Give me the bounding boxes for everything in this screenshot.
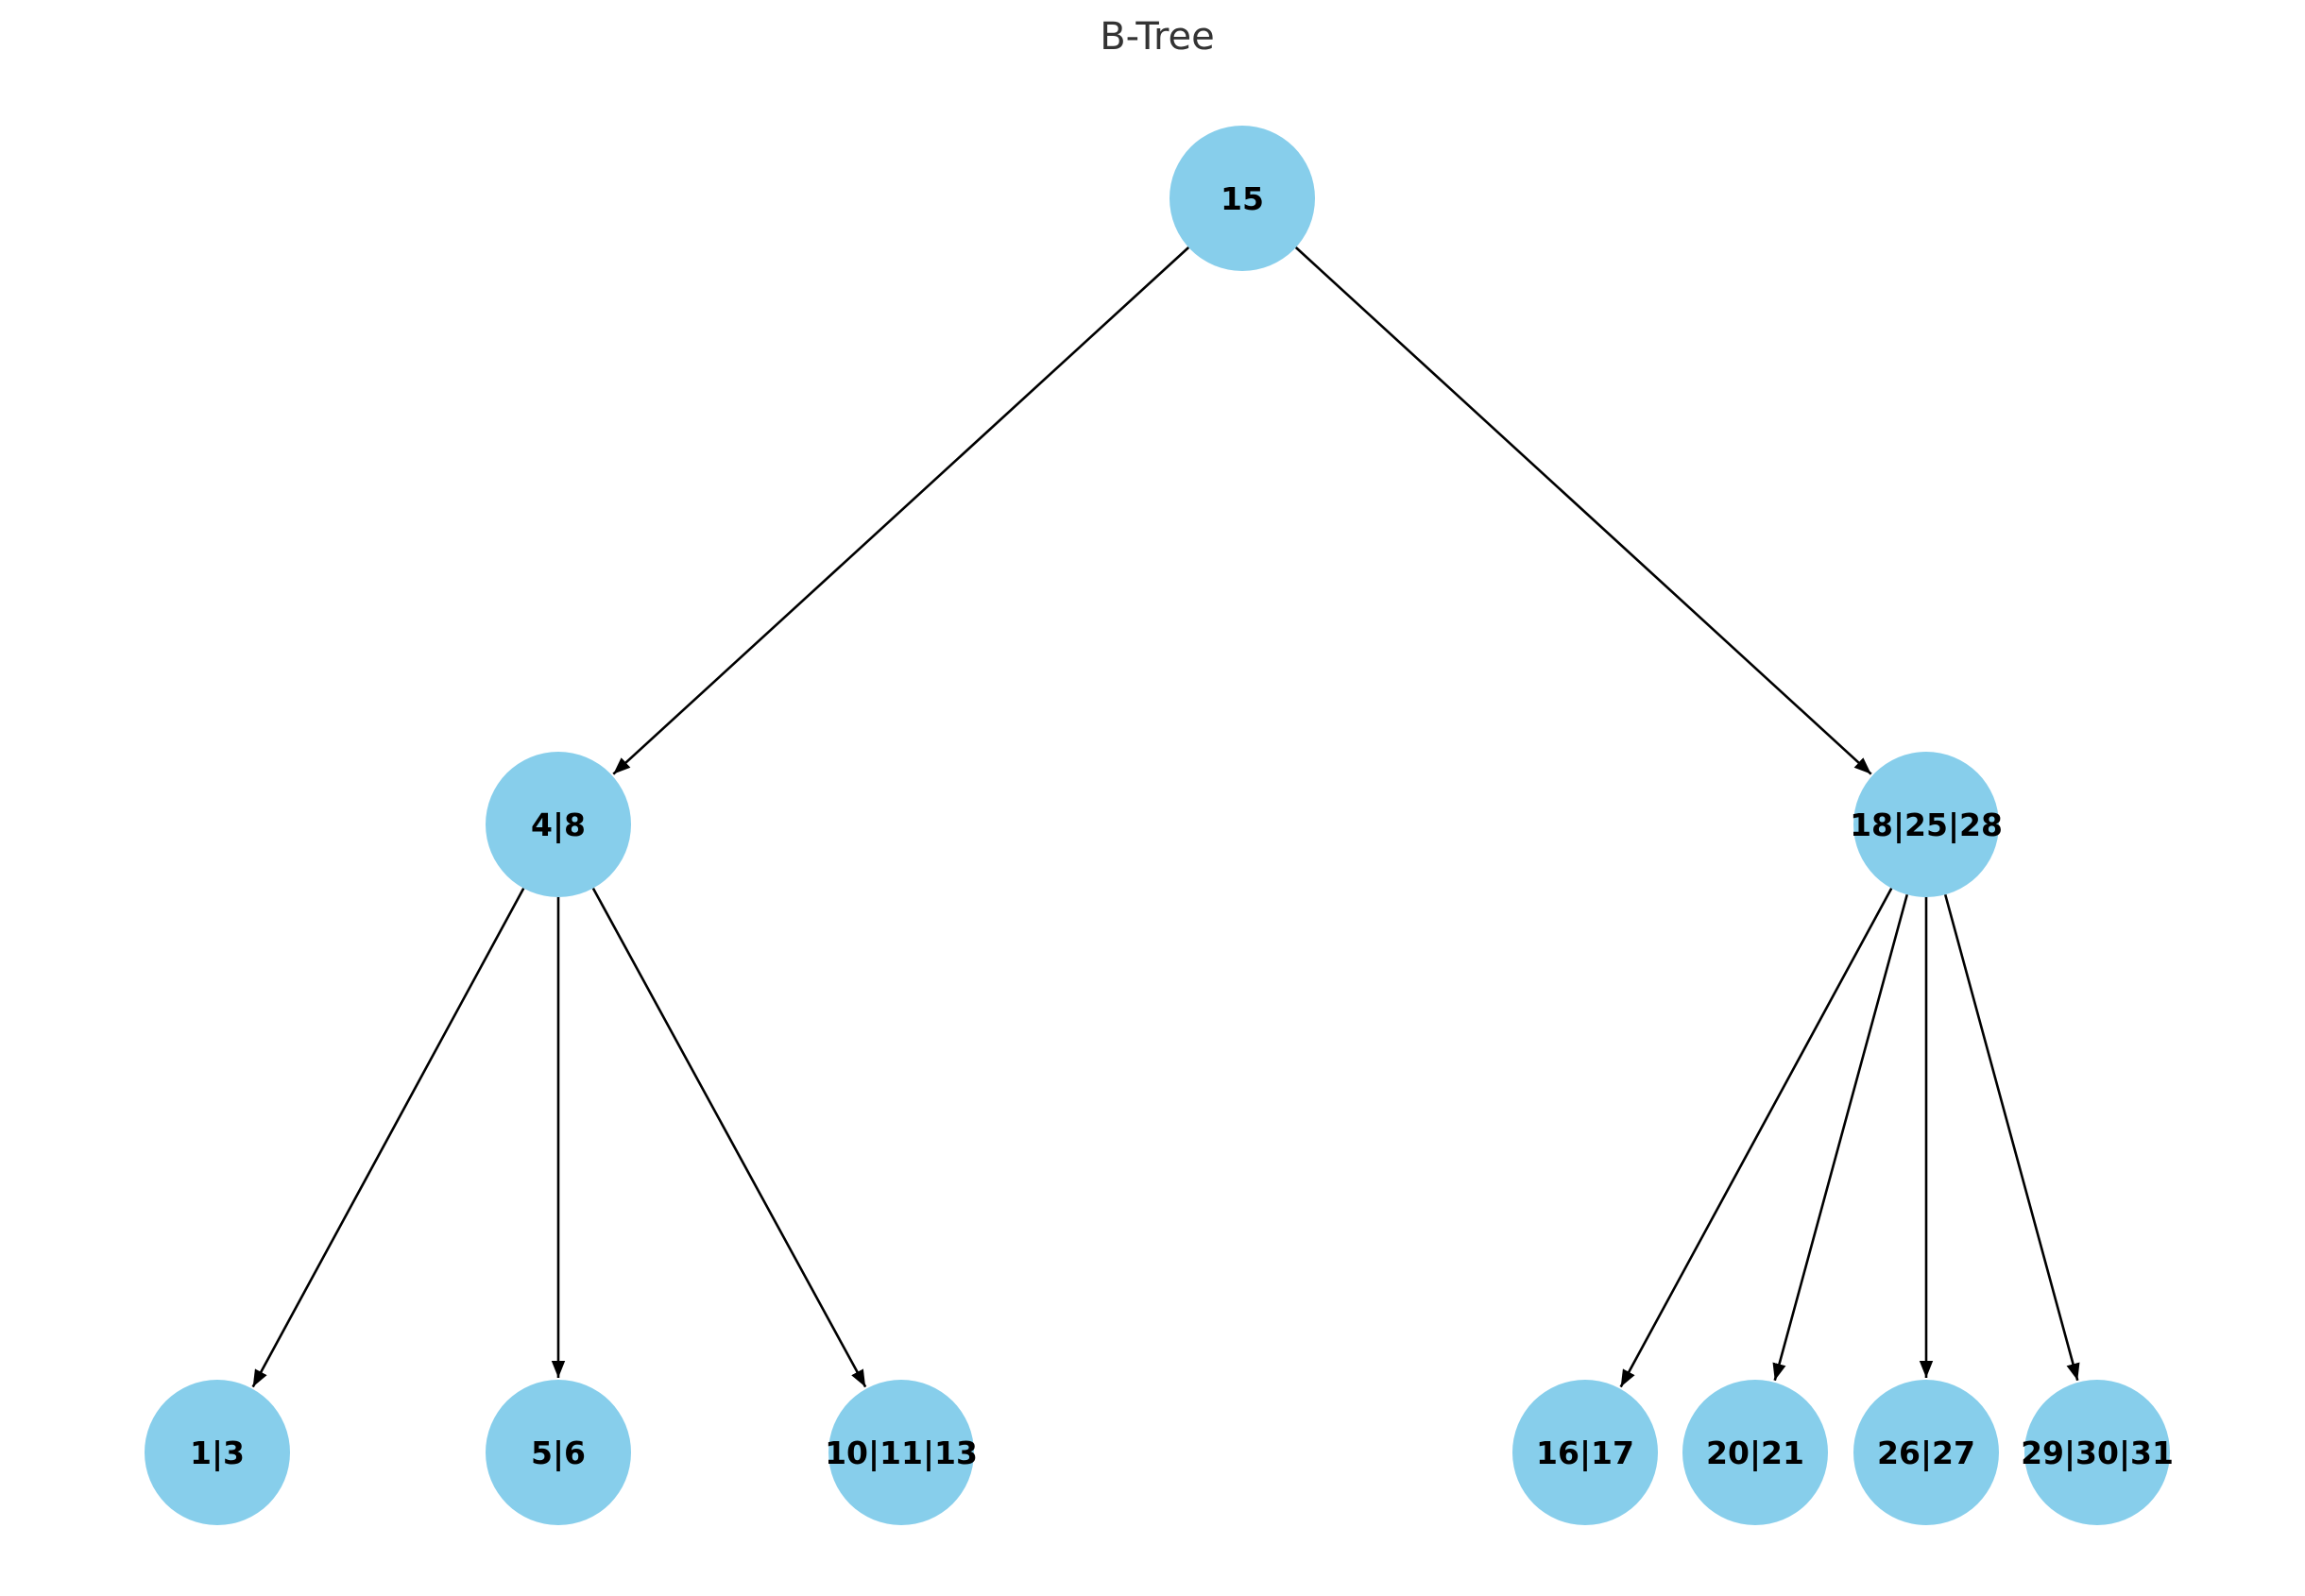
node-label: 5|6 xyxy=(531,1435,586,1471)
node-label: 4|8 xyxy=(531,806,586,843)
node-label: 26|27 xyxy=(1877,1435,1975,1471)
node-circle xyxy=(1682,1380,1828,1525)
node-circle xyxy=(486,752,631,897)
node-label: 15 xyxy=(1221,180,1264,217)
tree-node-n15: 15 xyxy=(1170,126,1315,271)
edge-n18_25_28-to-n29_30_31 xyxy=(1943,893,2080,1382)
nodes-layer: 15 4|8 18|25|28 1|3 5|6 10|11|13 16|17 20|21 26|… xyxy=(145,126,2174,1525)
node-circle xyxy=(828,1380,974,1525)
tree-node-n4_8: 4|8 xyxy=(486,752,631,897)
edges-layer xyxy=(251,246,2080,1388)
node-label: 20|21 xyxy=(1706,1435,1804,1471)
tree-node-n10_11_13: 10|11|13 xyxy=(825,1380,978,1525)
edge-n4_8-to-n10_11_13 xyxy=(591,887,867,1388)
tree-node-n20_21: 20|21 xyxy=(1682,1380,1828,1525)
node-circle xyxy=(1170,126,1315,271)
node-label: 1|3 xyxy=(190,1435,245,1471)
node-circle xyxy=(145,1380,290,1525)
node-circle xyxy=(1853,1380,1999,1525)
diagram-title: B-Tree xyxy=(1100,15,1215,59)
node-label: 29|30|31 xyxy=(2021,1435,2174,1471)
edge-n18_25_28-to-n20_21 xyxy=(1772,893,1909,1382)
edge-n15-to-n18_25_28 xyxy=(1294,246,1872,775)
edge-n15-to-n4_8 xyxy=(612,246,1190,775)
node-circle xyxy=(1853,752,1999,897)
node-label: 10|11|13 xyxy=(825,1435,978,1471)
edge-n4_8-to-n1_3 xyxy=(251,888,525,1388)
tree-node-n16_17: 16|17 xyxy=(1512,1380,1658,1525)
node-circle xyxy=(2024,1380,2170,1525)
node-circle xyxy=(1512,1380,1658,1525)
tree-node-n26_27: 26|27 xyxy=(1853,1380,1999,1525)
tree-node-n5_6: 5|6 xyxy=(486,1380,631,1525)
node-circle xyxy=(486,1380,631,1525)
node-label: 18|25|28 xyxy=(1850,806,2003,843)
tree-node-n1_3: 1|3 xyxy=(145,1380,290,1525)
node-label: 16|17 xyxy=(1536,1435,1634,1471)
edge-n18_25_28-to-n16_17 xyxy=(1619,888,1893,1388)
tree-node-n29_30_31: 29|30|31 xyxy=(2021,1380,2174,1525)
tree-node-n18_25_28: 18|25|28 xyxy=(1850,752,2003,897)
